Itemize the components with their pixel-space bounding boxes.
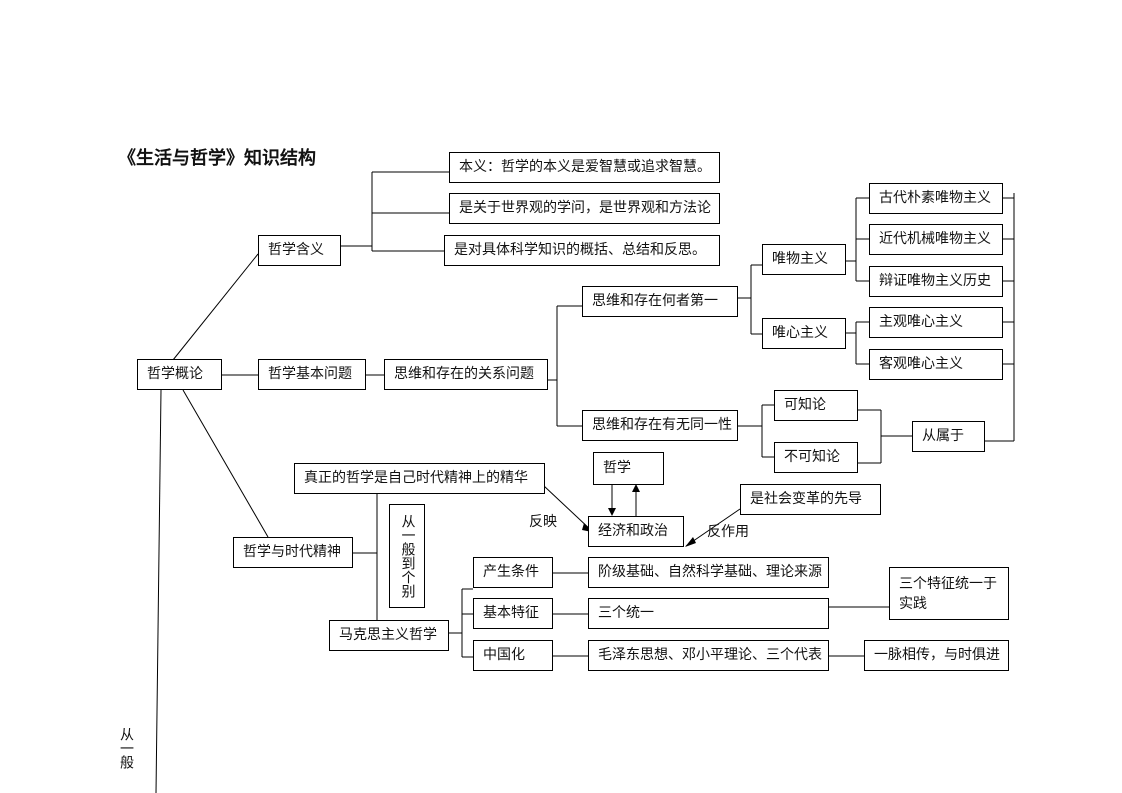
node-identity: 思维和存在有无同一性 (582, 410, 738, 441)
node-knowable: 可知论 (774, 390, 858, 421)
node-meaning: 哲学含义 (258, 235, 341, 266)
node-true-philosophy: 真正的哲学是自己时代精神上的精华 (294, 463, 545, 494)
label-reflect: 反映 (529, 514, 557, 530)
node-meaning-1: 本义：哲学的本义是爱智慧或追求智慧。 (449, 152, 720, 183)
node-which-first: 思维和存在何者第一 (582, 286, 738, 317)
node-unknowable: 不可知论 (774, 442, 858, 473)
label-react: 反作用 (707, 524, 749, 540)
node-features-summary: 三个特征统一于实践 (889, 567, 1009, 620)
node-conditions: 产生条件 (473, 557, 553, 588)
node-vanguard: 是社会变革的先导 (740, 484, 881, 515)
node-sinicization-summary: 一脉相传，与时俱进 (864, 640, 1009, 671)
connector-root-down (155, 389, 162, 793)
node-features: 基本特征 (473, 598, 553, 629)
page-title: 《生活与哲学》知识结构 (118, 148, 316, 169)
node-objective-idealism: 客观唯心主义 (869, 349, 1003, 380)
node-basic-question: 哲学基本问题 (258, 359, 366, 390)
node-sinicization-detail: 毛泽东思想、邓小平理论、三个代表 (588, 640, 829, 671)
connector-root-spirit (182, 389, 269, 538)
node-modern-materialism: 近代机械唯物主义 (869, 224, 1003, 255)
node-relation-question: 思维和存在的关系问题 (384, 359, 548, 390)
node-economy-politics: 经济和政治 (588, 516, 684, 547)
node-conditions-detail: 阶级基础、自然科学基础、理论来源 (588, 557, 829, 588)
node-spirit: 哲学与时代精神 (233, 537, 353, 568)
node-meaning-3: 是对具体科学知识的概括、总结和反思。 (444, 235, 720, 266)
node-dialectical-materialism: 辩证唯物主义历史 (869, 266, 1003, 297)
node-subjective-idealism: 主观唯心主义 (869, 307, 1003, 338)
node-marxism: 马克思主义哲学 (329, 620, 449, 651)
node-root: 哲学概论 (137, 359, 222, 390)
node-sinicization: 中国化 (473, 640, 553, 671)
node-general-to-specific: 从一般到个别 (389, 504, 425, 608)
node-materialism: 唯物主义 (762, 244, 846, 275)
node-subordinate: 从属于 (912, 421, 985, 452)
connector-root-meaning (172, 253, 259, 361)
node-philosophy: 哲学 (593, 452, 664, 485)
node-features-detail: 三个统一 (588, 598, 829, 629)
node-meaning-2: 是关于世界观的学问，是世界观和方法论 (449, 193, 720, 224)
node-ancient-materialism: 古代朴素唯物主义 (869, 183, 1003, 214)
label-bottom-side: 从一般 (118, 727, 134, 769)
node-idealism: 唯心主义 (762, 318, 846, 349)
